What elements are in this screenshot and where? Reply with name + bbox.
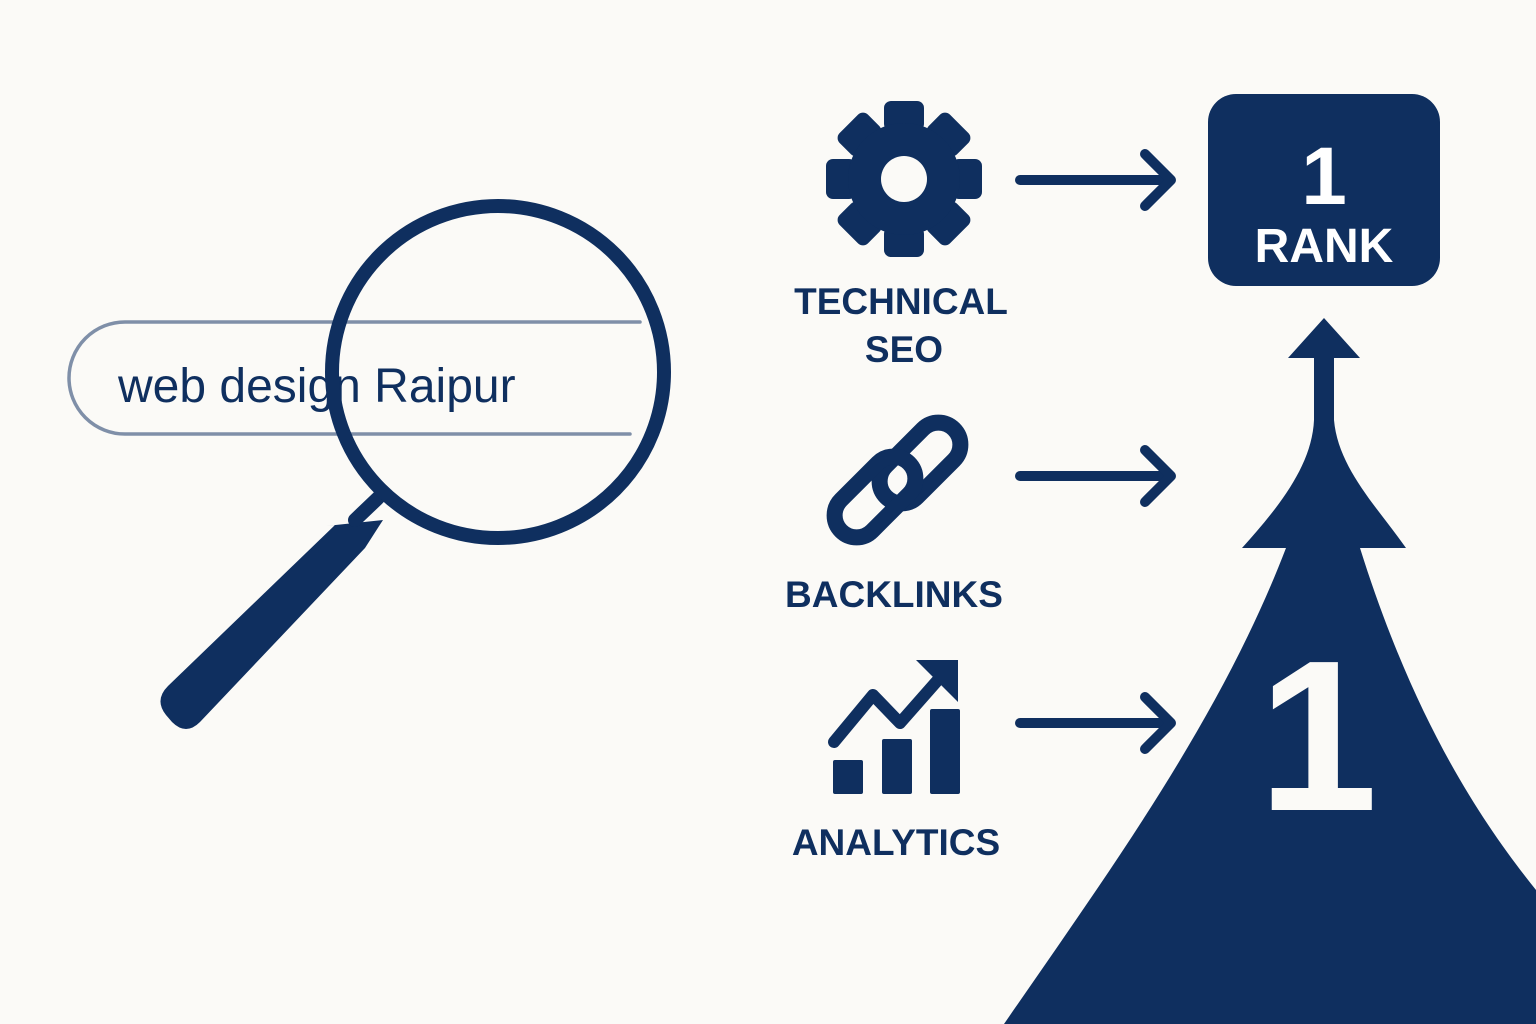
arrow-backlinks	[1015, 445, 1176, 507]
search-query-text: web design Raipur	[117, 360, 516, 413]
factor-label-technical: TECHNICAL	[794, 281, 1008, 322]
rank-badge-label: RANK	[1255, 220, 1394, 273]
arrow-analytics	[1015, 692, 1176, 754]
arrow-technical-seo	[1015, 149, 1176, 211]
summit-up-arrow: 1	[1004, 318, 1536, 1024]
link-chain-icon	[826, 414, 969, 546]
magnifying-glass-icon	[160, 199, 671, 729]
search-bar-outline	[67, 320, 642, 436]
search-bar: web design Raipur	[67, 320, 642, 436]
factor-label-analytics: ANALYTICS	[792, 822, 1000, 863]
factor-label-seo: SEO	[865, 329, 943, 370]
magnifier-lens-ring	[325, 199, 671, 545]
rank-badge-number: 1	[1301, 131, 1347, 222]
factor-label-backlinks: BACKLINKS	[785, 574, 1003, 615]
rank-badge: 1 RANK	[1208, 94, 1440, 286]
rank-badge-box	[1208, 94, 1440, 286]
summit-mountain	[1004, 318, 1536, 1024]
growth-chart-icon	[828, 660, 960, 794]
magnifier-handle	[160, 520, 383, 729]
summit-number: 1	[1258, 615, 1378, 856]
gear-icon	[826, 101, 982, 257]
